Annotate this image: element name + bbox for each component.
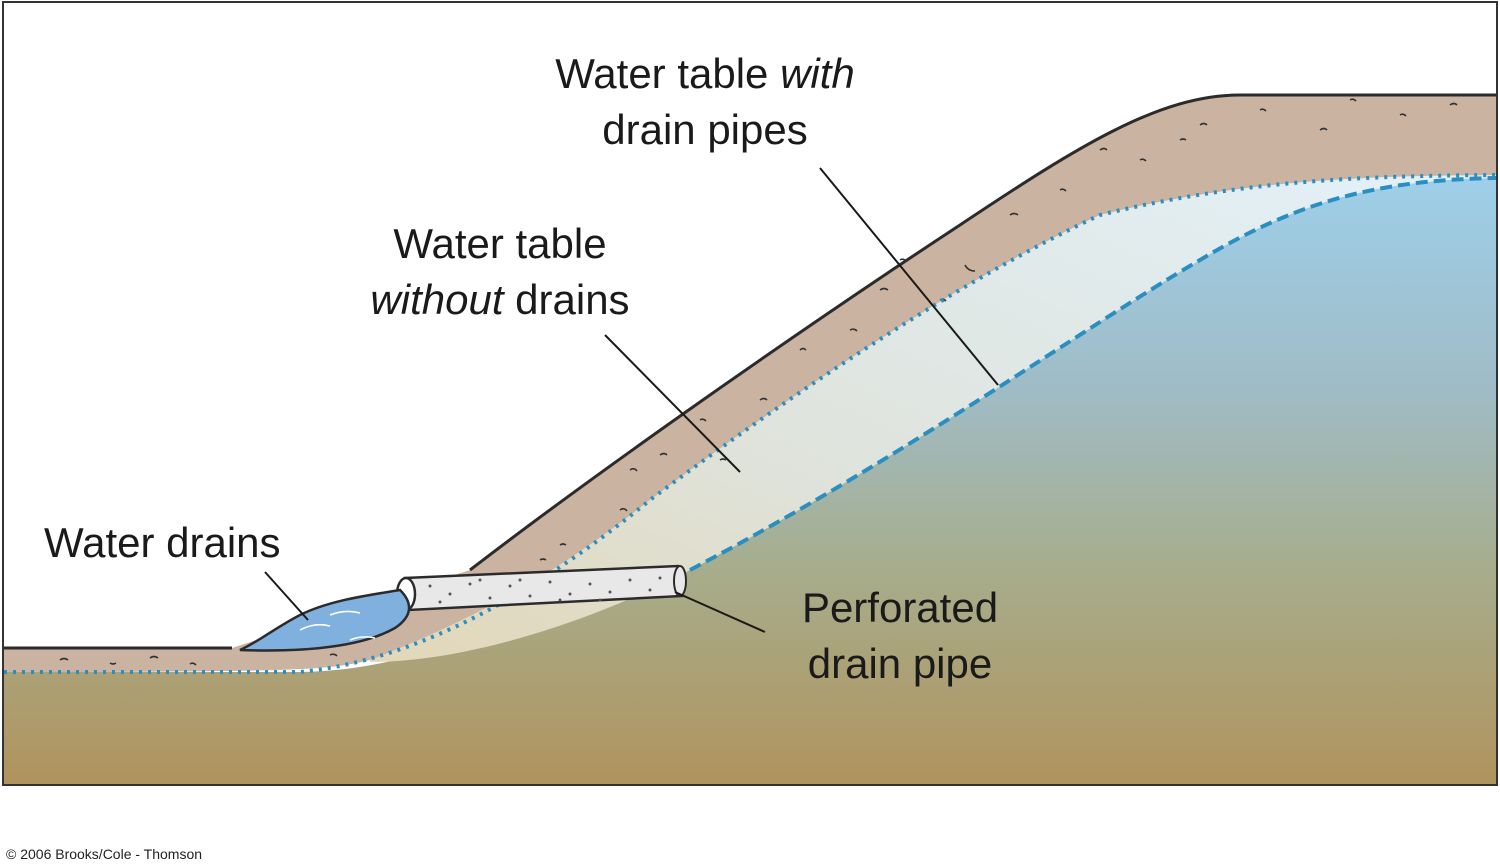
soil-layer (4, 95, 1496, 672)
water-table-with-drains-line (689, 176, 1497, 572)
label-water-drains-text: Water drains (44, 519, 281, 566)
label-with-line2: drain pipes (602, 106, 808, 153)
label-without-line2-italic: without (370, 276, 504, 323)
label-perforated-drain-pipe: Perforated drain pipe (770, 580, 1030, 692)
label-water-table-without-drains: Water table without drains (345, 216, 655, 328)
label-pipe-line2: drain pipe (807, 640, 993, 687)
label-without-line2-plain: drains (503, 276, 630, 323)
outflow-water (239, 588, 411, 652)
copyright-credit: © 2006 Brooks/Cole - Thomson (6, 846, 203, 862)
label-with-line1-plain: Water table (555, 50, 781, 97)
soil-speckles (59, 98, 1458, 666)
ground-surface (4, 93, 1496, 650)
water-table-without-drains-line (4, 173, 1497, 674)
label-water-table-with-drains: Water table with drain pipes (520, 46, 890, 158)
label-pipe-line1: Perforated (801, 584, 999, 631)
outflow-ripples (299, 610, 376, 641)
leader-lines (264, 167, 999, 633)
label-water-drains: Water drains (44, 515, 281, 571)
drained-zone-band (370, 175, 1496, 662)
label-without-line1: Water table (393, 220, 607, 267)
label-with-line1-italic: with (780, 50, 855, 97)
